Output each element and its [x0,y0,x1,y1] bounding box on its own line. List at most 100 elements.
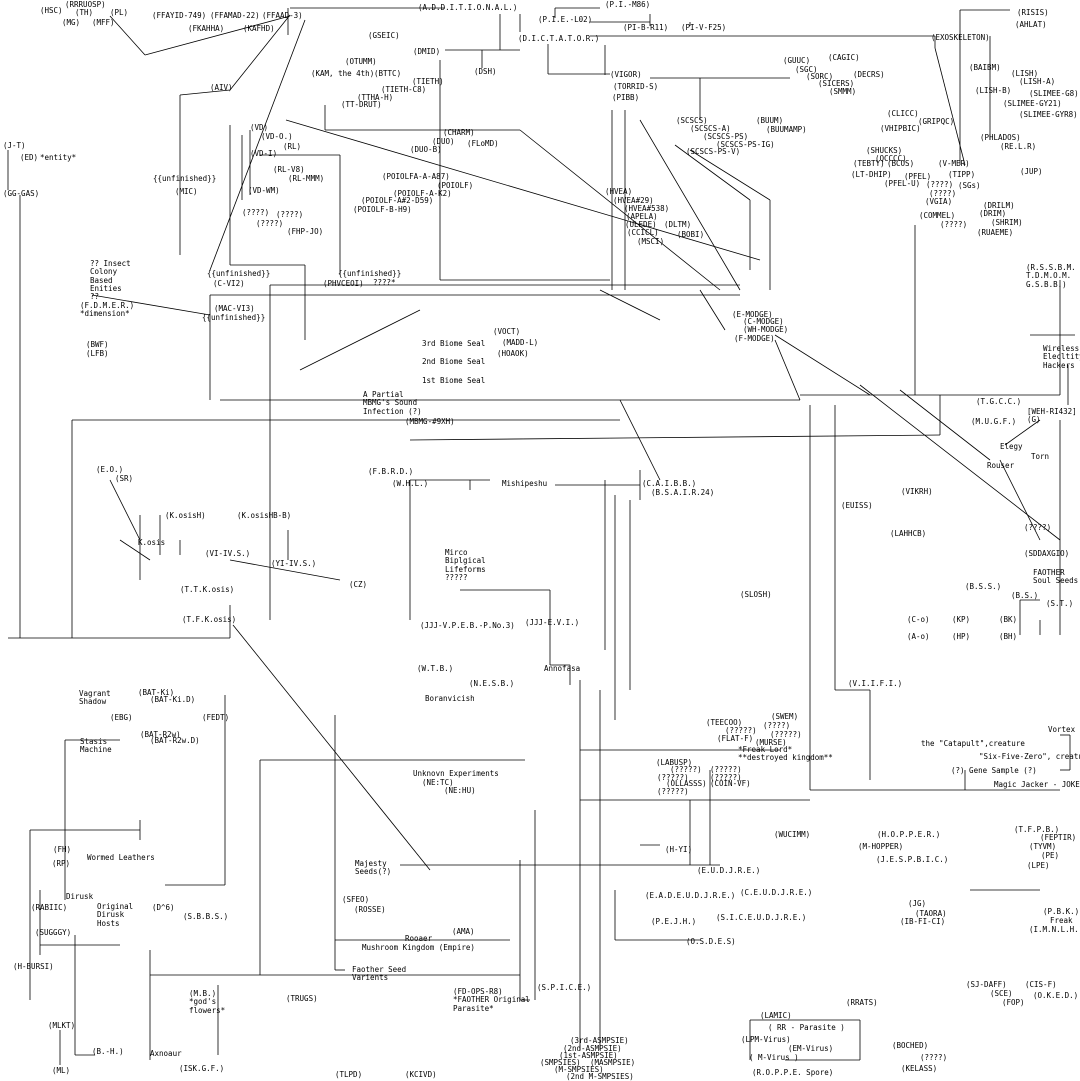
node-q-swem3: (?????) [770,730,802,739]
connector [91,294,211,316]
node-biome3: 3rd Biome Seal [422,339,486,348]
node-vhipbic: (VHIPBIC) [880,124,921,133]
node-sgc: (SGC) [795,65,818,74]
node-kosishb: (K.osisHB-B) [237,511,292,520]
node-pl: (PL) [110,8,129,17]
node-q-lab5: (?????) [657,787,689,796]
node-kam: (KAM, the 4th) [311,69,375,78]
node-vortex: Vortex [1048,725,1076,734]
node-c-o: (C-o) [907,615,930,624]
node-first-asm: (1st-ASMPSIE) [559,1051,618,1060]
node-sugggy: (SUGGGY) [35,928,72,937]
node-pibb: (PIBB) [612,93,640,102]
node-bobi: (BOBI) [677,230,705,239]
connector [285,119,761,261]
node-gseic: (GSEIC) [368,31,400,40]
connector [619,399,661,481]
node-fdmer: (F.D.M.E.R.) *dimension* [80,301,135,319]
node-gripqc: (GRIPQC) [918,117,955,126]
node-six-five: "Six-Five-Zero", creature [979,752,1080,761]
node-kosis: K.osis [138,538,166,547]
connector [689,149,771,201]
node-d6: (D^6) [152,903,175,912]
node-entity: *entity* [40,153,77,162]
node-e-modge: (E-MODGE) [732,310,773,319]
node-kp: (KP) [952,615,971,624]
node-ama: (AMA) [452,927,475,936]
node-teecoo: (TEECOO) [706,718,743,727]
node-biome1: 1st Biome Seal [422,376,486,385]
node-pfel-u: (PFEL-U) [884,179,921,188]
node-vikrh: (VIKRH) [901,487,933,496]
node-mbmg-9xh: (MBMG-#9XH) [405,417,455,426]
node-q-lab4: (?????) [710,773,742,782]
node-mlkt: (MLKT) [48,1021,76,1030]
node-sddaxgio: (SDDAXGIO) [1024,549,1070,558]
node-em-virus: (EM-Virus) [788,1044,834,1053]
node-ulede: (ULEDE) [625,220,657,229]
node-unfinished-phv: {{unfinished}} [338,269,402,278]
node-ffamad: (FFAMAD-22) [210,11,260,20]
node-otumm: (OTUMM) [345,57,377,66]
node-poiolf-k2: (POIOLF-A-K2) [393,189,452,198]
node-jjj-vpeb: (JJJ-V.P.E.B.-P.No.3) [420,621,515,630]
connector [774,339,801,401]
node-rr-parasite: ( RR - Parasite ) [768,1023,845,1032]
node-bk: (BK) [999,615,1018,624]
node-lahhcb: (LAHHCB) [890,529,927,538]
node-insect: ?? Insect Colony Based Enities ?? [90,259,131,301]
node-scscs-a: (SCSCS-A) [690,124,731,133]
connector [409,434,941,441]
node-pi-m86: (P.I.-M86) [605,0,651,9]
node-yi-ivs: (YI-IV.S.) [271,559,317,568]
node-voct: (VOCT) [493,327,521,336]
node-hvea-29: (HVEA#29) [613,196,654,205]
node-pbk: (P.B.K.) [1043,907,1080,916]
node-q-tipp: (????) [926,180,954,189]
node-vd: (VD) [250,123,269,132]
node-exoskeleton: (EXOSKELETON) [931,33,990,42]
node-smpsies: (SMPSIES) [540,1058,581,1067]
node-annofasa: Annofasa [544,664,581,673]
node-roppe: (R.O.P.P.E. Spore) [752,1068,834,1077]
node-second-m-smp: (2nd M-SMPSIES) [566,1072,634,1081]
node-whl: (W.H.L.) [392,479,429,488]
node-boched: (BOCHED) [892,1041,929,1050]
node-smmm: (SMMM) [829,87,857,96]
node-th: (TH) [75,8,94,17]
node-wh-modge: (WH-MODGE) [743,325,789,334]
node-q-swem1: (?????) [725,726,757,735]
node-jt: (J-T) [3,141,26,150]
node-rooaer: Rooaer [405,934,433,943]
node-scscs: (SCSCS) [676,116,708,125]
node-wucimm: (WUCIMM) [774,830,811,839]
node-q-lab2: (?????) [657,773,689,782]
node-q-sdd: (????) [1024,523,1052,532]
node-ahlat: (AHLAT) [1015,20,1047,29]
node-coin-vf: (COIN-VF) [710,779,751,788]
node-dirusk: Dirusk [66,892,94,901]
node-eadeudjre: (E.A.D.E.U.D.J.R.E.) [645,891,736,900]
node-rouser: Rouser [987,461,1015,470]
node-trugs: (TRUGS) [286,994,318,1003]
node-tfk: (T.F.K.osis) [182,615,237,624]
node-feptir: (FEPTIR) [1040,833,1077,842]
node-ed: (ED) [20,153,39,162]
node-decrs: (DECRS) [853,70,885,79]
node-apela: (APELA) [626,212,658,221]
node-ollasss: (OLLASSS) [666,779,707,788]
connector [774,334,871,396]
node-flomd: (FLoMD) [467,139,499,148]
node-vi-ivs: (VI-IV.S.) [205,549,251,558]
node-unfinished-mic: {{unfinished}} [153,174,217,183]
node-elegy: Elegy [1000,442,1023,451]
node-scscs-ps: (SCSCS-PS) [703,132,749,141]
node-lish-a: (LISH-A) [1019,77,1056,86]
node-sorc: (SORC) [806,72,834,81]
node-fkahha: (FKAHHA) [188,24,225,33]
node-hvea: (HVEA) [605,187,633,196]
node-vgia: (VGIA) [925,197,953,206]
node-ttha-h: (TTHA-H) [357,93,394,102]
node-wtb: (W.T.B.) [417,664,454,673]
node-fbrd: (F.B.R.D.) [368,467,414,476]
